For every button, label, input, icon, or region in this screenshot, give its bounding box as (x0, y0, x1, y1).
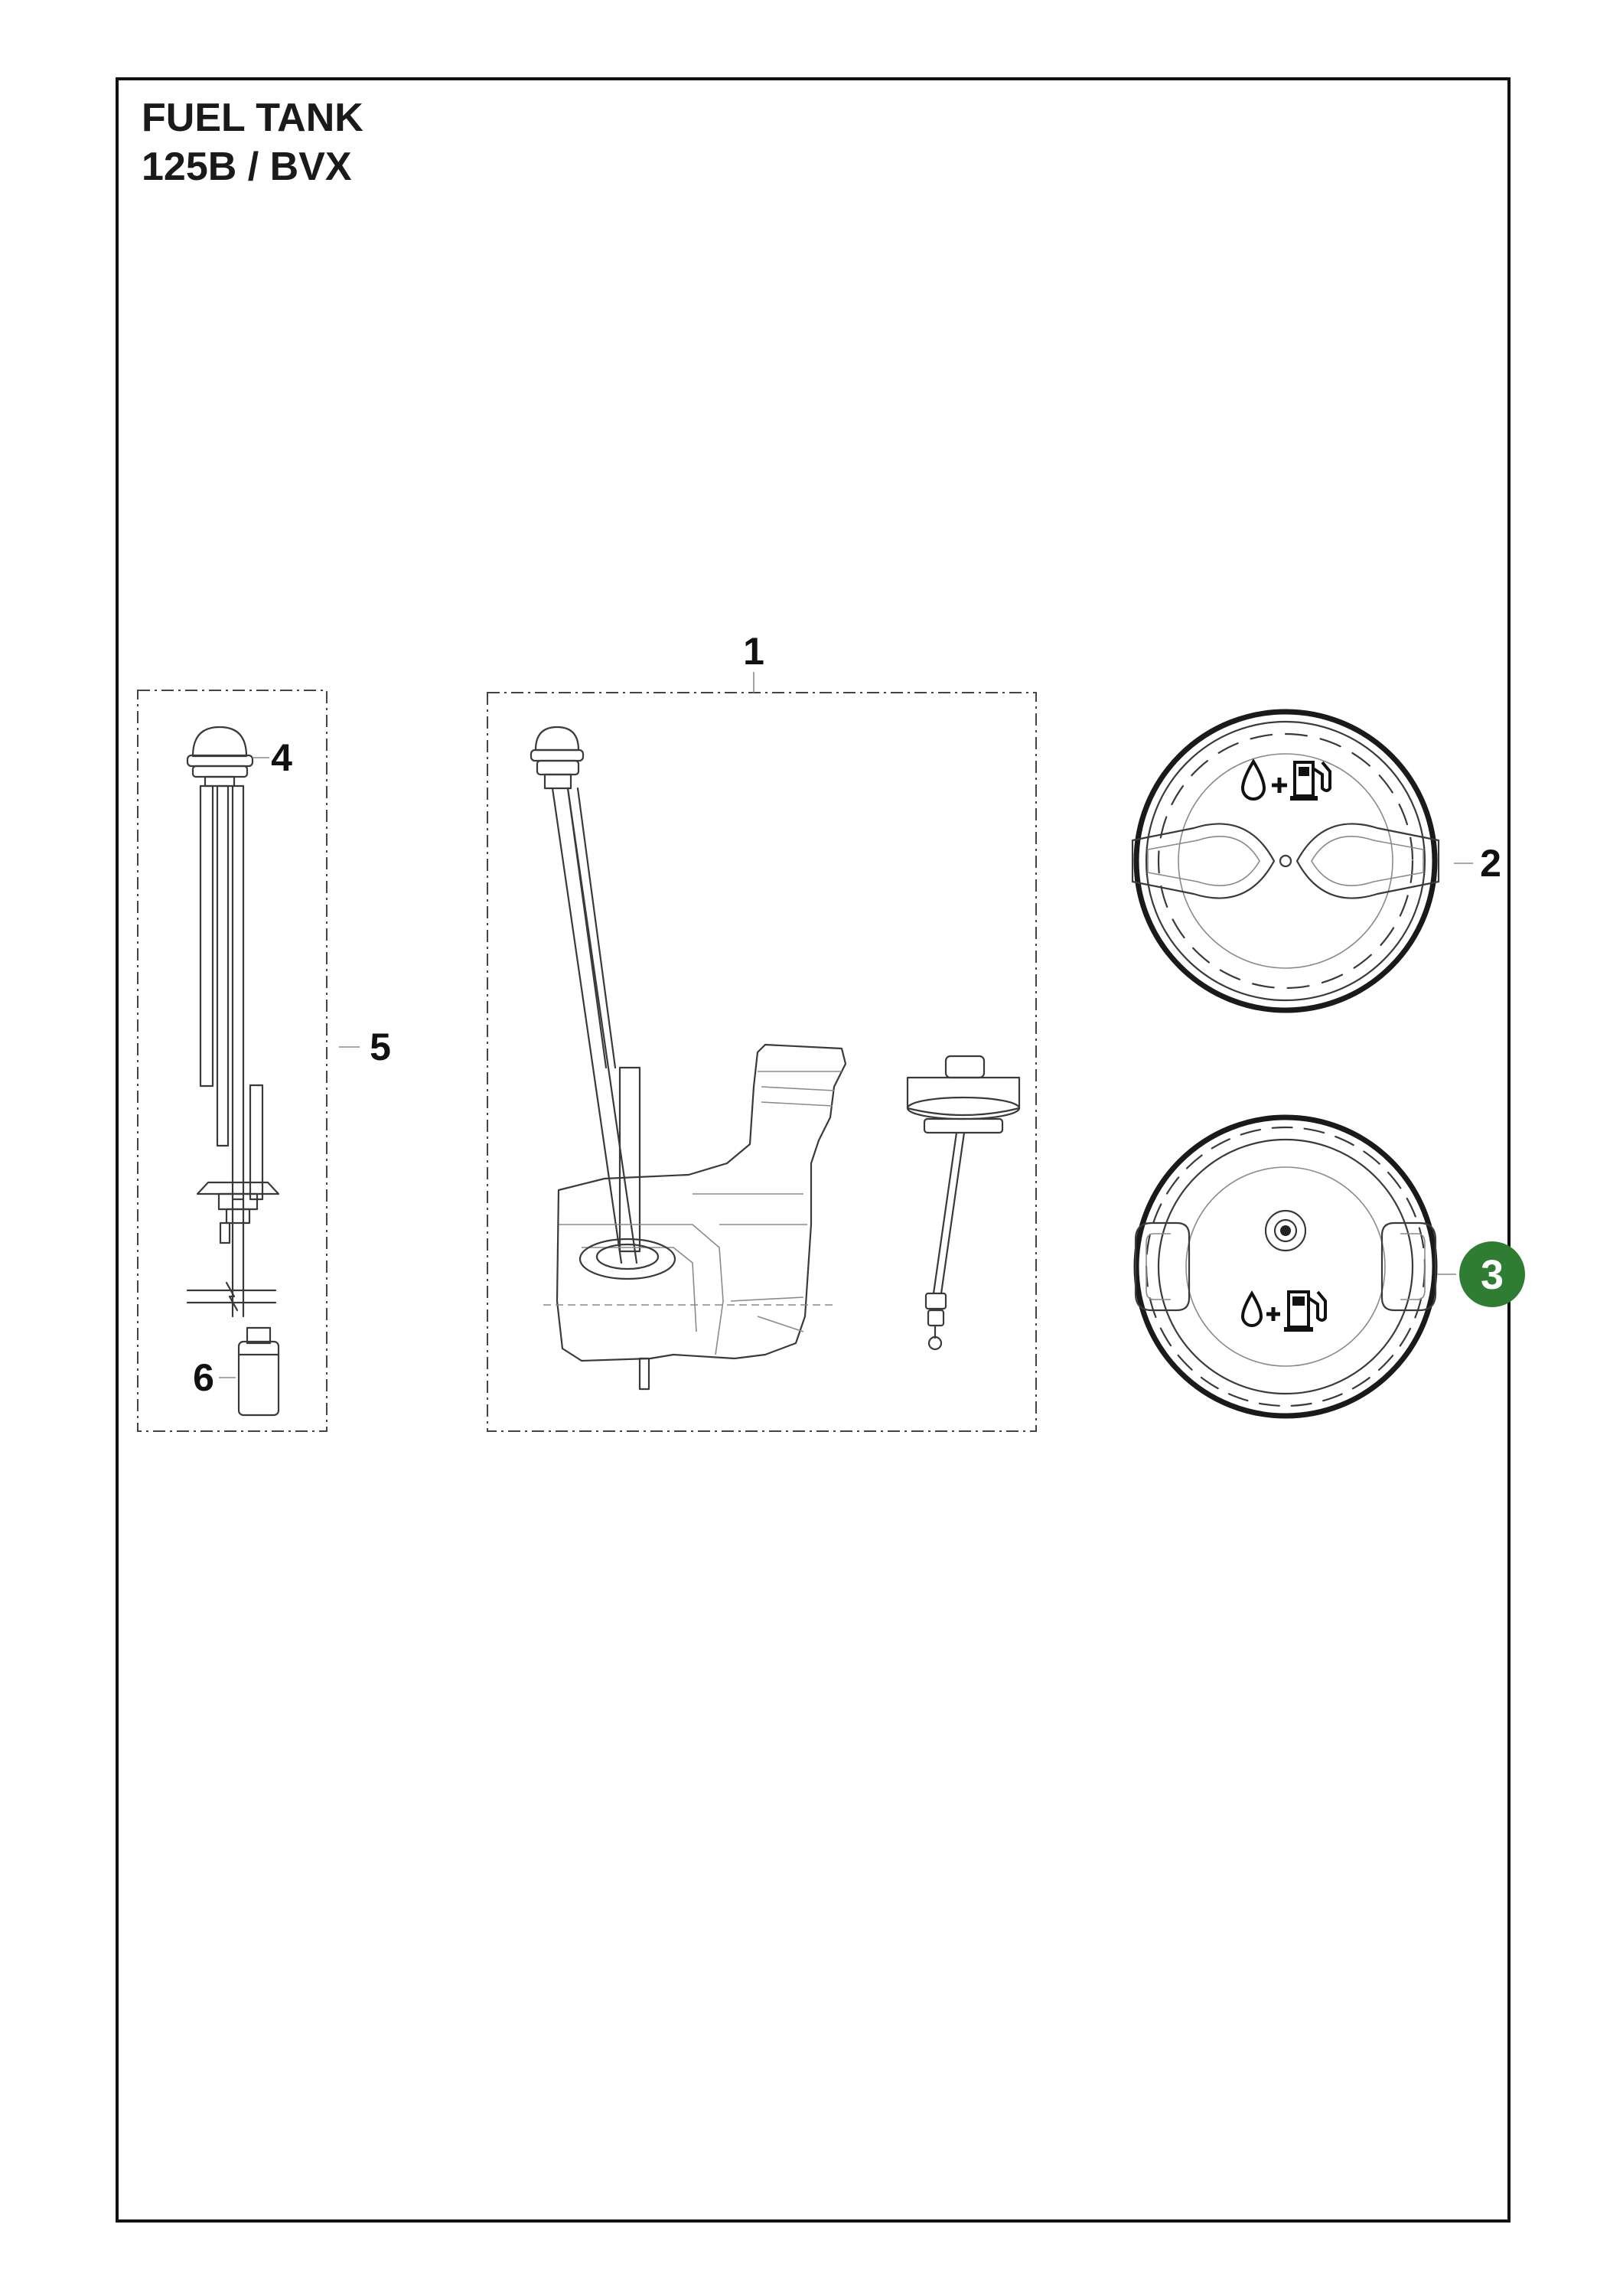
callout-5[interactable]: 5 (370, 1026, 391, 1068)
page-subtitle: 125B / BVX (142, 145, 352, 189)
plus-icon (1266, 1307, 1280, 1321)
fuel-cap-bottom-part-3[interactable] (1133, 1114, 1438, 1419)
callout-2[interactable]: 2 (1480, 842, 1501, 885)
group-box-5 (137, 690, 328, 1432)
fuel-tank-assembly[interactable] (487, 672, 1037, 1432)
fuel-tank-body (543, 1043, 847, 1391)
leader-lines (219, 757, 1473, 1378)
oil-drop-icon (1240, 758, 1266, 801)
page-frame (116, 77, 1511, 2223)
tank-fuel-cap (906, 1055, 1021, 1351)
callout-3: 3 (1481, 1252, 1504, 1298)
oil-drop-icon (1240, 1290, 1263, 1327)
fuel-cap-top-part-2[interactable] (1131, 709, 1440, 1013)
tank-primer-bulb (530, 726, 585, 790)
callout-1[interactable]: 1 (743, 630, 764, 673)
fuel-hoses (199, 784, 264, 1318)
hose-break-symbol (186, 1281, 277, 1312)
plus-icon (1272, 778, 1287, 793)
primer-bulb-part-4[interactable] (186, 726, 254, 788)
fuel-pump-icon (1290, 761, 1331, 801)
tank-grommet (196, 1181, 280, 1244)
callout-6[interactable]: 6 (193, 1356, 214, 1399)
fuel-pump-icon (1284, 1290, 1327, 1332)
fuel-line-assembly[interactable] (137, 690, 328, 1432)
callout-4[interactable]: 4 (271, 736, 292, 779)
callout-3-badge[interactable]: 3 (1459, 1241, 1525, 1307)
page-title: FUEL TANK (142, 96, 363, 140)
fuel-filter-part-6[interactable] (237, 1326, 280, 1417)
